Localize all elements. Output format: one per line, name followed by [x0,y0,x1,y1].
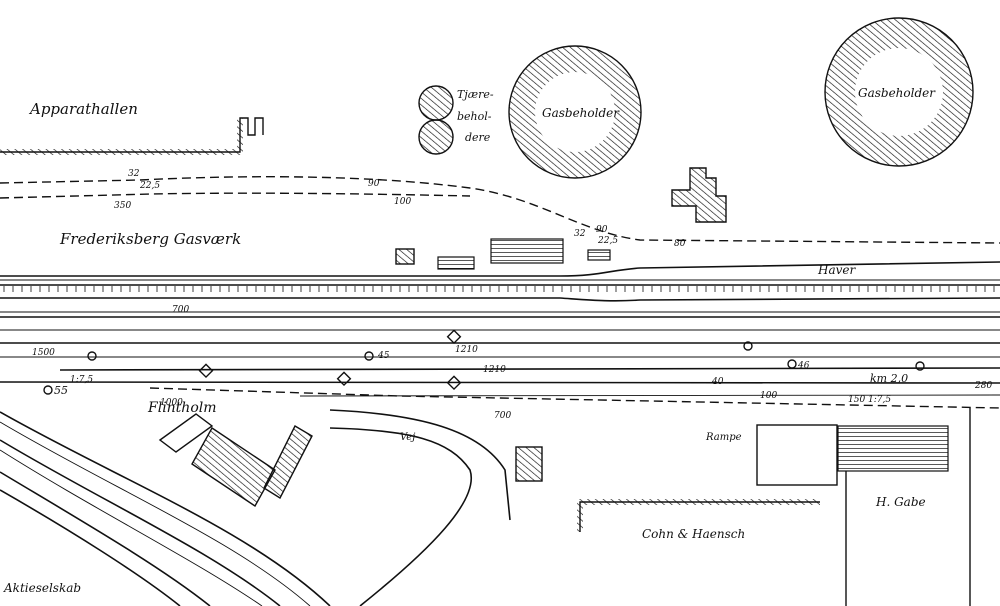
label-cohn-haensch: Cohn & Haensch [642,527,745,541]
shed-2 [437,256,475,270]
label-taere-2: behol- [457,110,492,123]
label-apparathallen: Apparathallen [28,100,138,118]
shelter [158,413,214,453]
curved-tracks [0,411,331,606]
small-building [515,446,543,482]
signals [43,329,925,395]
num-150: 150 [848,395,865,405]
num-100b: 100 [760,391,777,401]
num-700: 700 [172,305,189,315]
main-tracks [0,284,1000,409]
num-22-5: 22,5 [139,181,160,191]
label-km: km 2,0 [870,372,908,385]
num-46: 46 [797,361,810,371]
num-1500: 1500 [32,348,55,358]
num-22-5b: 22,5 [597,236,618,246]
road-edge [329,409,511,521]
h-gabe-plot [845,408,971,606]
num-90: 90 [368,179,380,189]
label-h-gabe: H. Gabe [875,495,926,509]
rampe-building [756,424,838,486]
label-taere-3: dere [465,131,491,144]
small-shed-1 [395,248,415,265]
long-shed [490,238,564,264]
signal-46 [787,359,797,369]
fence-ticks [3,286,995,292]
tar-tank-bottom [418,119,454,155]
num-700b: 700 [494,411,511,421]
apparathallen-boundary [0,117,264,155]
num-40: 40 [711,377,724,387]
num-1-7-5: 1:7,5 [70,375,93,385]
gasholder-left [508,45,642,179]
label-rampe: Rampe [705,432,742,443]
label-gasholder-left: Gasbeholder [542,106,620,120]
shed-3 [587,249,611,261]
num-1-7-5b: 1:7,5 [868,395,891,405]
num-280: 280 [974,381,992,391]
label-vej: Vej [400,432,415,443]
h-gabe-building [837,425,949,472]
fence-line [0,261,1000,277]
label-frederiksberg-gasvaerk: Frederiksberg Gasværk [59,230,241,248]
station-building-2 [263,425,313,499]
label-taere-1: Tjære- [457,88,494,101]
gasworks-siding-lower [0,192,471,199]
label-haver: Haver [817,263,857,277]
label-aktieselskab: Aktieselskab [3,581,81,595]
num-350: 350 [114,201,131,211]
num-32: 32 [128,169,140,179]
num-90b: 90 [596,225,608,235]
num-55: 55 [54,384,68,397]
num-32b: 32 [574,229,586,239]
num-45: 45 [377,351,390,361]
num-1210b: 1210 [483,365,506,375]
cross-building [671,167,727,223]
tar-tank-top [418,85,454,121]
label-gasholder-right: Gasbeholder [858,86,936,100]
num-80: 80 [674,239,686,249]
num-1210: 1210 [455,345,478,355]
num-100: 100 [394,197,411,207]
station-building [191,426,276,508]
gasworks-siding-upper [0,176,1000,244]
label-flintholm: Flintholm [147,400,217,416]
num-1000: 1000 [160,398,183,408]
road-edge-2 [329,427,473,606]
gasholder-right [824,17,974,167]
